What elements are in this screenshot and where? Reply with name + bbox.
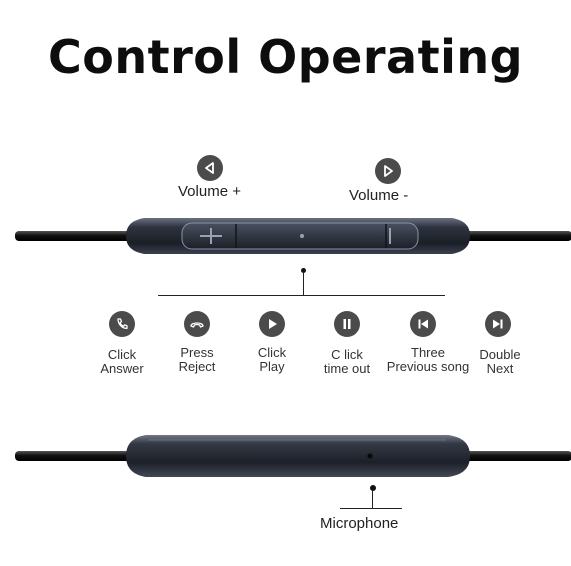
pointer-line bbox=[303, 272, 304, 295]
play-icon bbox=[259, 311, 285, 337]
microphone-pointer-line bbox=[372, 490, 373, 508]
cable-right-top bbox=[462, 231, 571, 241]
remote-back bbox=[126, 435, 470, 477]
cable-left-bottom bbox=[15, 451, 130, 461]
function-label-answer: Click Answer bbox=[100, 347, 144, 376]
page-title: Control Operating bbox=[47, 30, 524, 84]
volume-down-icon bbox=[375, 158, 401, 184]
previous-track-icon bbox=[410, 311, 436, 337]
microphone-pointer-dot bbox=[370, 485, 376, 491]
volume-up-label: Volume + bbox=[178, 183, 241, 200]
function-label-previous: Three Previous song bbox=[386, 345, 470, 374]
phone-answer-icon bbox=[109, 311, 135, 337]
function-label-reject: Press Reject bbox=[178, 345, 216, 374]
pointer-dot bbox=[301, 268, 306, 273]
function-label-play: Click Play bbox=[257, 345, 287, 374]
next-track-icon bbox=[485, 311, 511, 337]
cable-right-bottom bbox=[462, 451, 571, 461]
bracket-line bbox=[158, 295, 445, 296]
function-label-next: Double Next bbox=[479, 347, 521, 376]
phone-reject-icon bbox=[184, 311, 210, 337]
volume-down-label: Volume - bbox=[349, 187, 409, 204]
volume-up-icon bbox=[197, 155, 223, 181]
pause-icon bbox=[334, 311, 360, 337]
microphone-underline bbox=[340, 508, 402, 509]
function-label-pause: C lick time out bbox=[323, 347, 371, 376]
cable-left-top bbox=[15, 231, 130, 241]
remote-control bbox=[126, 218, 470, 254]
microphone-label: Microphone bbox=[320, 515, 399, 532]
